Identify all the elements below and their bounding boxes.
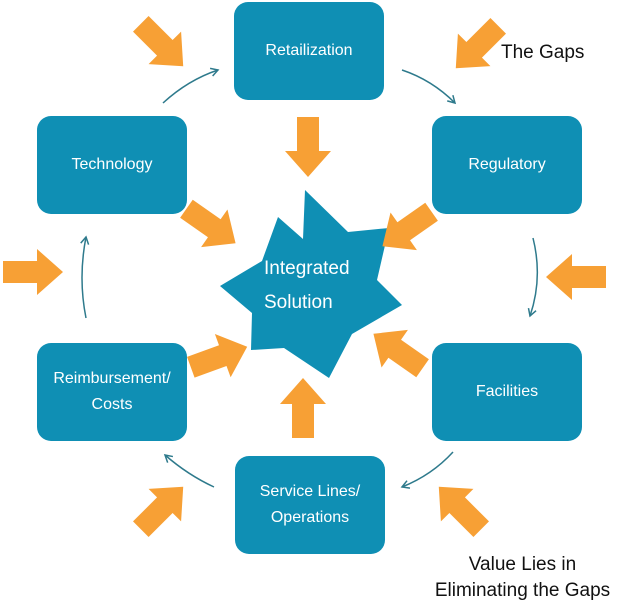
value-annotation: Value Lies in Eliminating the Gaps [434, 554, 611, 601]
gap-arrow-technology-inward [180, 199, 236, 248]
integrated-solution-star [220, 190, 402, 378]
connector-facilities-servicelines [400, 451, 454, 489]
gap-arrow-servicelines-inward [280, 378, 326, 438]
gap-arrow-retailization-inward [285, 117, 331, 177]
cycle-connectors [80, 67, 539, 489]
gap-arrow-regulatory-inward [382, 202, 438, 251]
gap-arrow-facilities-inward [373, 329, 429, 378]
connector-servicelines-reimbursement [163, 454, 215, 488]
gap-arrow-upper-left [133, 16, 184, 67]
gap-arrow-lower-left [133, 486, 184, 537]
node-technology: Technology [37, 116, 187, 214]
gaps-annotation: The Gaps [501, 42, 585, 63]
node-facilities: Facilities [432, 343, 582, 441]
gap-arrow-upper-right [455, 18, 506, 69]
connector-retailization-regulatory [401, 69, 457, 105]
gap-arrow-reimbursement-inward [187, 334, 248, 378]
node-retailization: Retailization [234, 2, 384, 100]
gap-arrows [3, 16, 606, 537]
gap-arrow-lower-right [438, 486, 489, 537]
gap-arrow-right [546, 254, 606, 300]
gap-arrow-left [3, 249, 63, 295]
connector-regulatory-facilities [527, 237, 539, 318]
integrated-solution-label: Integrated Solution [264, 258, 350, 313]
node-service-lines-operations: Service Lines/ Operations [235, 456, 385, 554]
connector-technology-retailization [162, 67, 220, 104]
connector-reimbursement-technology [80, 235, 90, 319]
node-reimbursement-costs: Reimbursement/ Costs [37, 343, 187, 441]
node-regulatory: Regulatory [432, 116, 582, 214]
